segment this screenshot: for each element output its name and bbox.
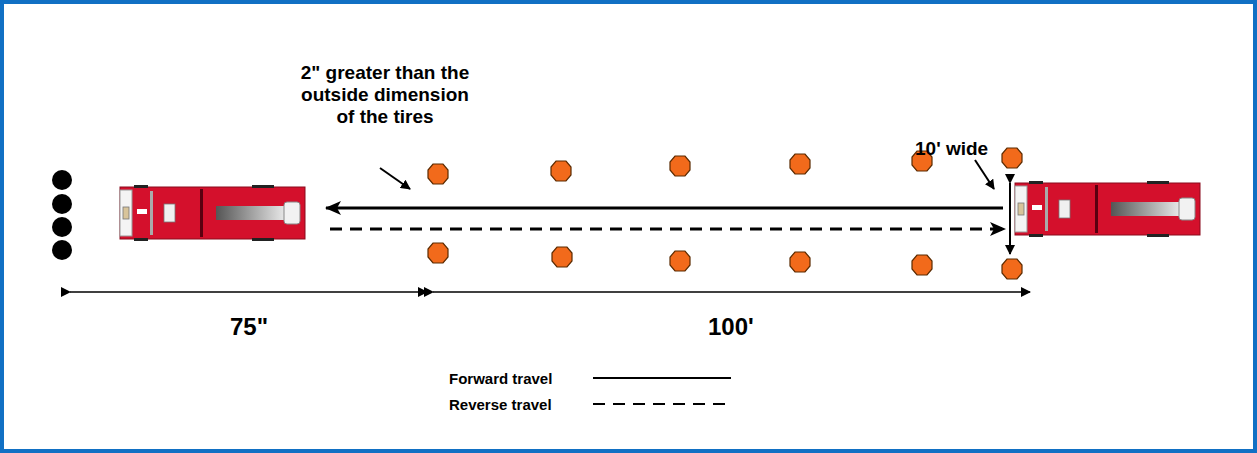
leader-line xyxy=(380,168,410,189)
dimension-line xyxy=(433,291,1030,293)
leader-line xyxy=(975,160,994,189)
fire-truck xyxy=(1015,181,1200,237)
dimension-label: 100' xyxy=(708,313,754,341)
reverse-arrow xyxy=(330,228,1005,231)
legend-dashed-sample xyxy=(593,403,731,405)
traffic-cones xyxy=(428,148,1022,279)
barrier-dots xyxy=(52,170,72,260)
legend-text: Forward travel xyxy=(449,370,552,387)
width-dimension xyxy=(1009,183,1011,254)
dimension-label: 10' wide xyxy=(915,138,988,160)
legend-solid-sample xyxy=(593,377,731,379)
dimension-label: 75" xyxy=(230,313,268,341)
dimension-line xyxy=(70,291,427,293)
fire-truck xyxy=(120,185,305,241)
forward-arrow xyxy=(326,207,1003,210)
legend-text: Reverse travel xyxy=(449,396,552,413)
callout-text: 2" greater than the outside dimension of… xyxy=(295,62,475,128)
